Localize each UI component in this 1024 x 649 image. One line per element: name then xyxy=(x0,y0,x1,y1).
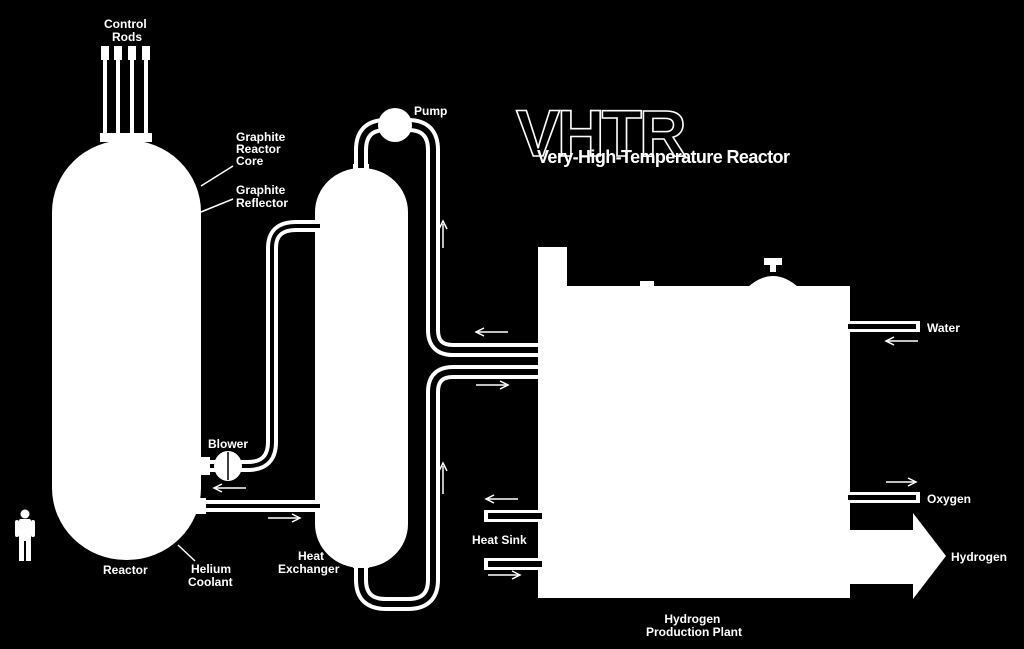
heat-exchanger-label: Heat Exchanger xyxy=(278,549,340,576)
blower-label: Blower xyxy=(208,437,248,451)
reactor-label: Reactor xyxy=(103,563,148,577)
pump-label: Pump xyxy=(414,104,447,118)
graphite-core-label: Graphite Reactor Core xyxy=(236,130,289,168)
control-rods xyxy=(100,46,152,142)
oxygen-label: Oxygen xyxy=(927,492,971,506)
control-rods-label: Control Rods xyxy=(104,17,150,44)
graphite-reflector-label: Graphite Reflector xyxy=(236,183,289,210)
blower xyxy=(196,451,242,481)
reactor-vessel xyxy=(52,140,201,560)
hydrogen-arrow xyxy=(848,513,946,599)
title-acronym: VHTR xyxy=(516,96,686,170)
hot-gas-pipe xyxy=(201,220,320,472)
flow-arrows xyxy=(212,219,918,580)
water-label: Water xyxy=(927,321,960,335)
helium-coolant-label: Helium Coolant xyxy=(188,562,234,589)
production-plant-label: Hydrogen Production Plant xyxy=(646,612,742,639)
person-icon xyxy=(15,509,35,561)
hydrogen-label: Hydrogen xyxy=(951,550,1007,564)
title-full-name: Very-High-Temperature Reactor xyxy=(537,147,790,167)
hydrogen-production-plant xyxy=(538,247,850,598)
heat-sink-label: Heat Sink xyxy=(472,533,527,547)
heat-exchanger-vessel xyxy=(315,168,408,568)
pump xyxy=(378,108,412,142)
